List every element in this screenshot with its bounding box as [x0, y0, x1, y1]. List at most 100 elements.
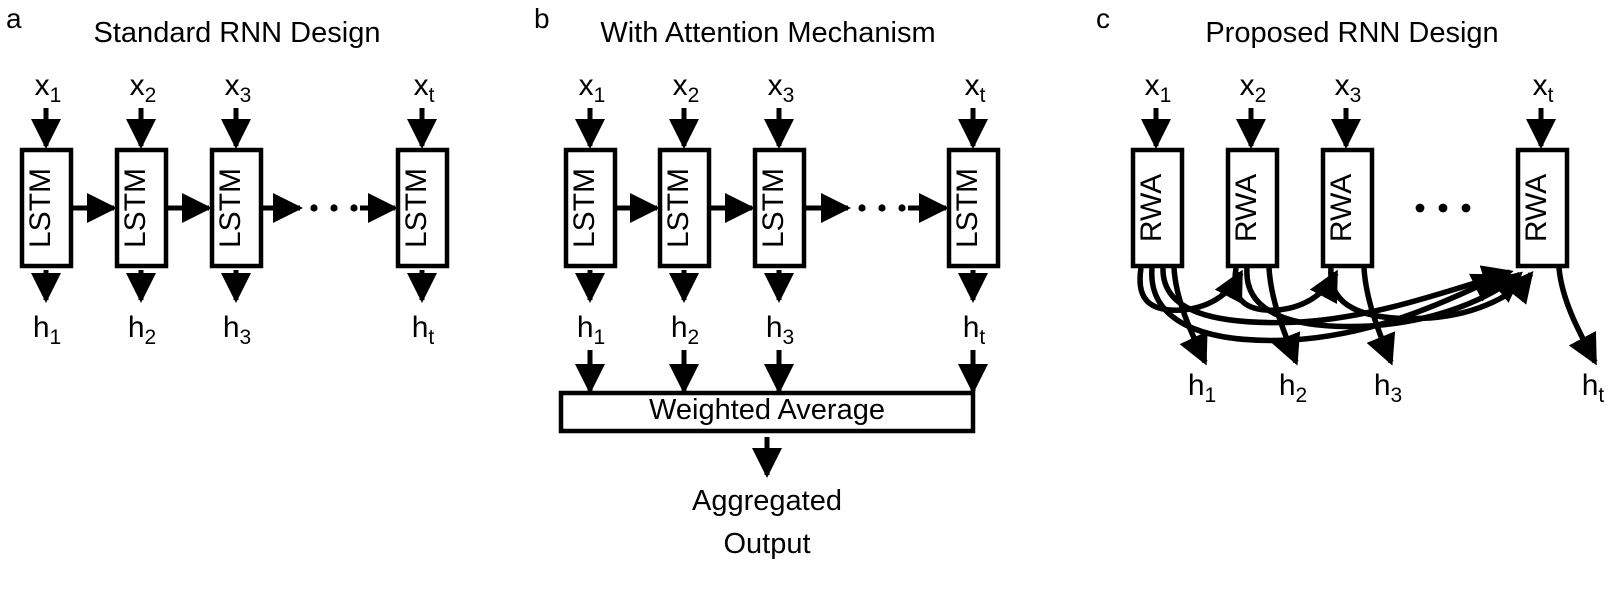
panel-c-output-curve-2 — [1266, 267, 1301, 366]
panel-b: b With Attention Mechanism x1 x2 x3 xt — [534, 3, 1001, 560]
input-sub: 3 — [1350, 84, 1362, 107]
output-sub: 1 — [1205, 384, 1217, 407]
weighted-average-label: Weighted Average — [649, 394, 885, 426]
panel-a: a Standard RNN Design x1 x2 x3 xt — [6, 3, 450, 349]
svg-text:ht: ht — [963, 311, 986, 349]
svg-text:h2: h2 — [1279, 369, 1307, 407]
output-sub: t — [428, 326, 434, 349]
input-base: x — [1145, 69, 1160, 102]
panel-b-cell-label-3: LSTM — [757, 168, 790, 248]
svg-text:x1: x1 — [579, 69, 606, 107]
panel-c-input-label-2: x2 — [1240, 69, 1267, 107]
panel-a-input-label-3: x3 — [225, 69, 252, 107]
aggregated-output-line-1: Aggregated — [692, 485, 842, 517]
panel-c-output-curve-3 — [1361, 267, 1396, 366]
panel-a-output-label-4: ht — [412, 311, 435, 349]
panel-a-input-label-2: x2 — [130, 69, 157, 107]
input-sub: 2 — [688, 84, 700, 107]
output-sub: 2 — [688, 326, 700, 349]
aggregated-output-line-2: Output — [723, 528, 810, 560]
svg-text:h1: h1 — [1188, 369, 1216, 407]
output-base: h — [1188, 369, 1205, 402]
input-sub: t — [980, 84, 986, 107]
panel-a-output-label-1: h1 — [33, 311, 61, 349]
panel-c-output-curve-4 — [1556, 267, 1598, 366]
panel-b-cell-4 — [946, 147, 1001, 269]
panel-b-input-label-1: x1 — [579, 69, 606, 107]
panel-b-input-label-2: x2 — [673, 69, 700, 107]
panel-b-output-label-4: ht — [963, 311, 986, 349]
output-base: h — [671, 311, 688, 344]
panel-b-cell-2 — [657, 147, 712, 269]
input-sub: 3 — [783, 84, 795, 107]
svg-text:x3: x3 — [768, 69, 795, 107]
svg-text:h3: h3 — [766, 311, 794, 349]
input-base: x — [965, 69, 980, 102]
panel-c-input-label-1: x1 — [1145, 69, 1172, 107]
panel-a-output-label-3: h3 — [223, 311, 251, 349]
panel-c-title: Proposed RNN Design — [1205, 17, 1498, 49]
panel-c-input-label-4: xt — [1533, 69, 1554, 107]
panel-a-title: Standard RNN Design — [94, 17, 381, 49]
output-base: h — [766, 311, 783, 344]
output-sub: 1 — [594, 326, 606, 349]
panel-c-output-label-2: h2 — [1279, 369, 1307, 407]
svg-text:xt: xt — [1533, 69, 1554, 107]
panel-b-input-label-3: x3 — [768, 69, 795, 107]
panel-a-input-label-1: x1 — [35, 69, 62, 107]
panel-b-cell-3 — [752, 147, 807, 269]
panel-b-output-label-2: h2 — [671, 311, 699, 349]
panel-c-output-label-1: h1 — [1188, 369, 1216, 407]
panel-c-cell-3 — [1320, 147, 1375, 269]
panel-c-ellipsis — [1415, 203, 1471, 213]
output-base: h — [128, 311, 145, 344]
output-base: h — [963, 311, 980, 344]
output-sub: 3 — [240, 326, 252, 349]
output-base: h — [577, 311, 594, 344]
svg-text:ht: ht — [1582, 369, 1605, 407]
panel-c-cell-1 — [1130, 147, 1185, 269]
panel-c-cell-label-2: RWA — [1230, 174, 1263, 242]
panel-b-cell-label-4: LSTM — [951, 168, 984, 248]
panel-a-ellipsis — [310, 204, 358, 212]
output-sub: 1 — [50, 326, 62, 349]
svg-text:x3: x3 — [225, 69, 252, 107]
input-sub: t — [1548, 84, 1554, 107]
output-base: h — [1374, 369, 1391, 402]
output-base: h — [33, 311, 50, 344]
panel-c-input-label-3: x3 — [1335, 69, 1362, 107]
panel-b-cell-label-2: LSTM — [662, 168, 695, 248]
input-base: x — [673, 69, 688, 102]
svg-text:xt: xt — [965, 69, 986, 107]
panel-a-cell-label-4: LSTM — [400, 168, 433, 248]
panel-a-cell-label-2: LSTM — [119, 168, 152, 248]
panel-a-input-label-4: xt — [414, 69, 435, 107]
input-sub: 1 — [1160, 84, 1172, 107]
panel-b-letter: b — [534, 3, 550, 34]
output-sub: 3 — [1391, 384, 1403, 407]
panel-b-output-label-1: h1 — [577, 311, 605, 349]
panel-c-cell-label-1: RWA — [1135, 174, 1168, 242]
input-sub: 1 — [594, 84, 606, 107]
input-sub: t — [429, 84, 435, 107]
panel-c-skip-2-to-t — [1244, 267, 1524, 330]
svg-text:h2: h2 — [671, 311, 699, 349]
svg-text:h1: h1 — [33, 311, 61, 349]
svg-text:x3: x3 — [1335, 69, 1362, 107]
output-sub: t — [1598, 384, 1604, 407]
panel-c-skip-3-to-t — [1328, 267, 1534, 322]
svg-text:h2: h2 — [128, 311, 156, 349]
input-base: x — [225, 69, 240, 102]
input-base: x — [579, 69, 594, 102]
output-sub: t — [979, 326, 985, 349]
svg-text:h3: h3 — [223, 311, 251, 349]
panel-b-ellipsis — [858, 204, 906, 212]
panel-a-cell-2 — [114, 147, 169, 269]
input-base: x — [130, 69, 145, 102]
input-sub: 2 — [1255, 84, 1267, 107]
panel-b-output-label-3: h3 — [766, 311, 794, 349]
output-sub: 2 — [1296, 384, 1308, 407]
output-base: h — [1582, 369, 1599, 402]
panel-c-output-curve-1 — [1171, 267, 1208, 366]
